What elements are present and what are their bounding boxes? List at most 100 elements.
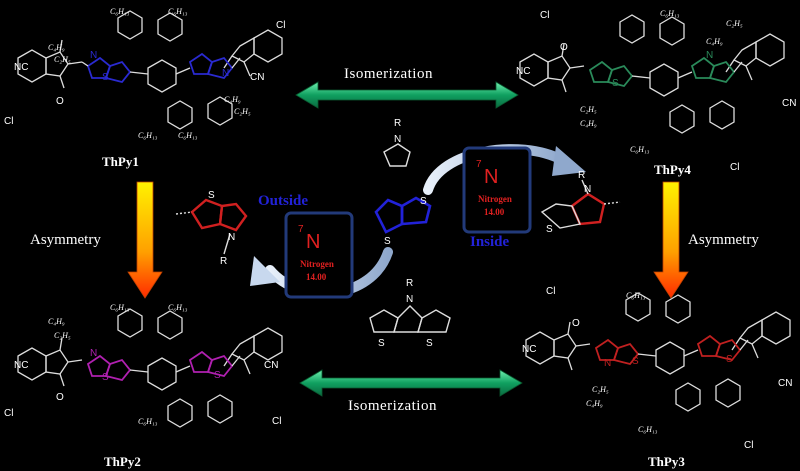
- svg-text:N: N: [306, 231, 320, 253]
- svg-text:Cl: Cl: [540, 10, 549, 21]
- dtp-n: N: [406, 294, 413, 305]
- svg-text:14.00: 14.00: [306, 272, 327, 282]
- svg-text:O: O: [560, 42, 568, 53]
- svg-text:7: 7: [476, 159, 482, 170]
- svg-text:C₆H₁₃: C₆H₁₃: [138, 131, 158, 140]
- svg-text:NC: NC: [14, 360, 28, 371]
- svg-text:Cl: Cl: [4, 408, 13, 419]
- molecule-thpy3: NC N S S C₂H₅ C₄H₉ C₆H₁₃ C₆H₁₃ CN Cl Cl …: [522, 286, 792, 451]
- center-s-top: S: [420, 196, 427, 207]
- svg-text:C₆H₁₃: C₆H₁₃: [660, 9, 680, 18]
- svg-text:Cl: Cl: [744, 440, 753, 451]
- svg-text:N: N: [706, 50, 713, 61]
- svg-text:C₂H₅: C₂H₅: [580, 105, 597, 114]
- svg-text:N: N: [90, 50, 97, 61]
- asymmetry-label-left: Asymmetry: [30, 232, 101, 248]
- molecule-label-thpy4: ThPy4: [654, 162, 691, 177]
- svg-text:C₂H₅: C₂H₅: [592, 385, 609, 394]
- inside-r: R: [578, 170, 585, 181]
- element-card-inside: 7 N Nitrogen 14.00: [462, 146, 532, 234]
- isomerization-label-top: Isomerization: [344, 66, 433, 82]
- molecule-thpy4: NC N S C₆H₁₃ C₄H₉ C₂H₅ C₂H₅ C₄H₉ C₆H₁₃ C…: [516, 9, 796, 173]
- svg-text:C₂H₅: C₂H₅: [54, 331, 71, 340]
- svg-text:C₄H₉: C₄H₉: [224, 95, 241, 104]
- dtp-s-left: S: [378, 338, 385, 349]
- svg-text:N: N: [90, 348, 97, 359]
- asymmetry-label-right: Asymmetry: [688, 232, 759, 248]
- dtp-s-right: S: [426, 338, 433, 349]
- molecule-label-thpy3: ThPy3: [648, 454, 685, 469]
- svg-text:Cl: Cl: [4, 116, 13, 127]
- svg-text:S: S: [102, 372, 109, 383]
- svg-text:NC: NC: [522, 344, 536, 355]
- inside-n: N: [584, 184, 591, 195]
- svg-text:Cl: Cl: [546, 286, 555, 297]
- svg-text:N: N: [222, 68, 229, 79]
- molecule-label-thpy1: ThPy1: [102, 154, 139, 169]
- outside-r: R: [220, 256, 227, 267]
- svg-text:C₆H₁₃: C₆H₁₃: [168, 7, 188, 16]
- thienothiophene-core: [374, 196, 432, 234]
- svg-text:C₆H₁₃: C₆H₁₃: [138, 417, 158, 426]
- inside-s: S: [546, 224, 553, 235]
- svg-text:C₆H₁₃: C₆H₁₃: [626, 291, 646, 300]
- svg-text:Nitrogen: Nitrogen: [478, 194, 512, 204]
- molecule-label-thpy2: ThPy2: [104, 454, 141, 469]
- svg-text:O: O: [56, 96, 64, 107]
- isomerization-label-bottom: Isomerization: [348, 398, 437, 414]
- inside-thiophene: [540, 203, 581, 229]
- svg-text:S: S: [612, 78, 619, 89]
- svg-text:S: S: [726, 354, 733, 365]
- svg-text:NC: NC: [14, 62, 28, 73]
- svg-text:7: 7: [298, 224, 304, 235]
- svg-text:C₄H₉: C₄H₉: [580, 119, 597, 128]
- svg-text:C₆H₁₃: C₆H₁₃: [110, 303, 130, 312]
- svg-text:O: O: [572, 318, 580, 329]
- pyrrole-top: [383, 143, 411, 167]
- dithienopyrrole-bottom: [369, 305, 451, 333]
- svg-text:C₄H₉: C₄H₉: [586, 399, 603, 408]
- asymmetry-arrow-right: [653, 181, 689, 299]
- svg-text:N: N: [484, 166, 498, 188]
- molecule-thpy1: NC S N N C₄H₉ C₂H₅ C₆H₁₃ C₆H₁₃ CN Cl Cl …: [4, 7, 285, 140]
- svg-text:C₂H₅: C₂H₅: [234, 107, 251, 116]
- svg-text:Cl: Cl: [730, 162, 739, 173]
- outside-s: S: [208, 190, 215, 201]
- pyrrole-top-n: N: [394, 134, 401, 145]
- svg-text:Cl: Cl: [272, 416, 281, 427]
- dtp-r: R: [406, 278, 413, 289]
- svg-text:C₆H₁₃: C₆H₁₃: [630, 145, 650, 154]
- svg-text:CN: CN: [250, 72, 264, 83]
- asymmetry-arrow-left: [127, 181, 163, 299]
- fragment-outside: [190, 198, 248, 232]
- svg-text:S: S: [214, 370, 221, 381]
- svg-text:NC: NC: [516, 66, 530, 77]
- svg-text:14.00: 14.00: [484, 207, 505, 217]
- svg-text:S: S: [102, 72, 109, 83]
- svg-text:CN: CN: [782, 98, 796, 109]
- svg-text:N: N: [604, 358, 611, 369]
- svg-text:C₆H₁₃: C₆H₁₃: [168, 303, 188, 312]
- svg-text:C₂H₅: C₂H₅: [54, 55, 71, 64]
- svg-text:C₄H₉: C₄H₉: [48, 43, 65, 52]
- outside-label: Outside: [258, 193, 308, 209]
- svg-text:CN: CN: [264, 360, 278, 371]
- svg-text:C₆H₁₃: C₆H₁₃: [638, 425, 658, 434]
- svg-text:C₄H₉: C₄H₉: [706, 37, 723, 46]
- element-card-outside: 7 N Nitrogen 14.00: [284, 211, 354, 299]
- svg-text:Cl: Cl: [276, 20, 285, 31]
- svg-text:C₂H₅: C₂H₅: [726, 19, 743, 28]
- svg-text:C₄H₉: C₄H₉: [48, 317, 65, 326]
- inside-label: Inside: [470, 234, 510, 250]
- svg-text:C₆H₁₃: C₆H₁₃: [178, 131, 198, 140]
- svg-text:Nitrogen: Nitrogen: [300, 259, 334, 269]
- svg-text:O: O: [56, 392, 64, 403]
- outside-n: N: [228, 232, 235, 243]
- molecule-thpy2: NC N S S C₄H₉ C₂H₅ C₆H₁₃ C₆H₁₃ CN Cl Cl …: [4, 303, 283, 428]
- pyrrole-top-r: R: [394, 118, 401, 129]
- isomerization-arrow-bottom: [299, 369, 523, 397]
- isomerization-arrow-top: [295, 81, 519, 109]
- fragment-inside: [570, 192, 606, 226]
- svg-text:C₆H₁₃: C₆H₁₃: [110, 7, 130, 16]
